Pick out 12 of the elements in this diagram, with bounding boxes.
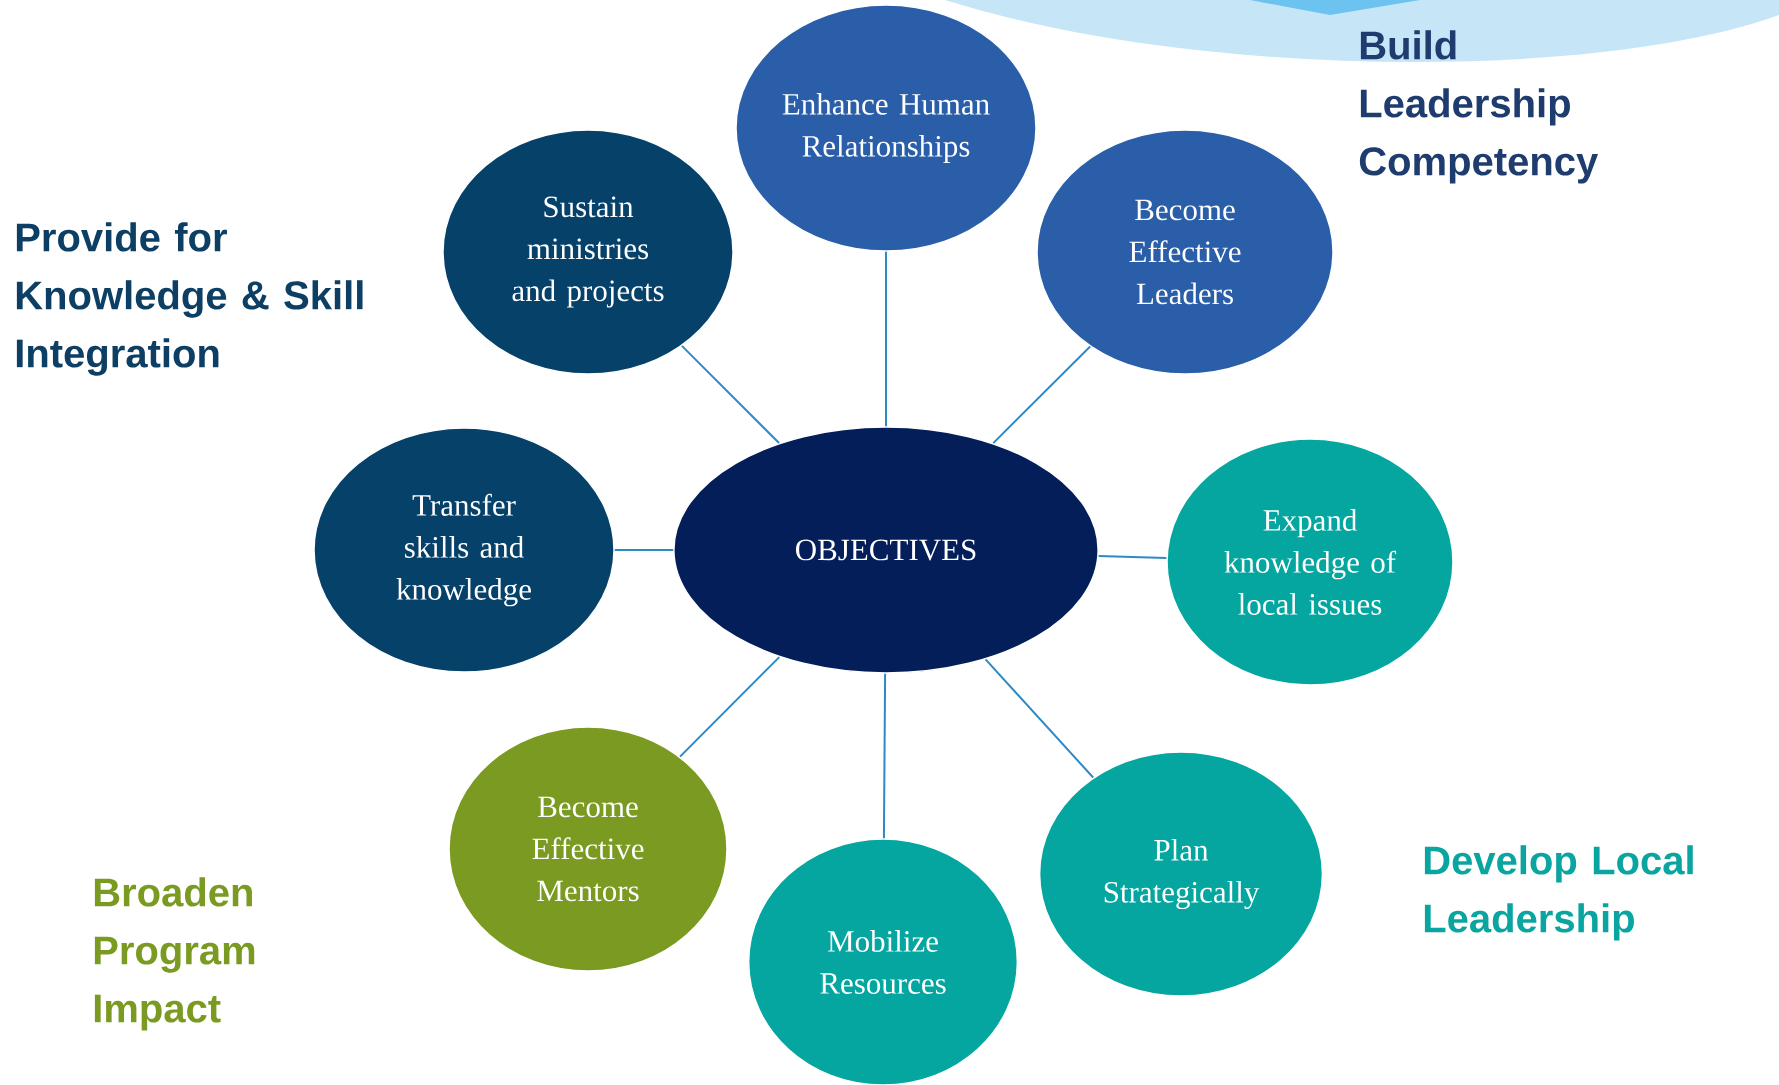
connector-line	[1097, 555, 1168, 559]
group-heading: Build Leadership Competency	[1359, 30, 1599, 184]
connector-line	[882, 672, 887, 840]
connector-line	[679, 656, 781, 758]
connector-line	[885, 250, 887, 428]
connector-line	[613, 549, 675, 551]
connector-line	[984, 658, 1095, 779]
group-heading: Develop Local Leadership	[1424, 845, 1693, 941]
connector-line	[992, 345, 1092, 445]
connector-line	[680, 344, 781, 444]
group-heading: Provide for Knowledge & Skill Integration	[16, 222, 363, 376]
group-heading: Broaden Program Impact	[94, 877, 255, 1031]
